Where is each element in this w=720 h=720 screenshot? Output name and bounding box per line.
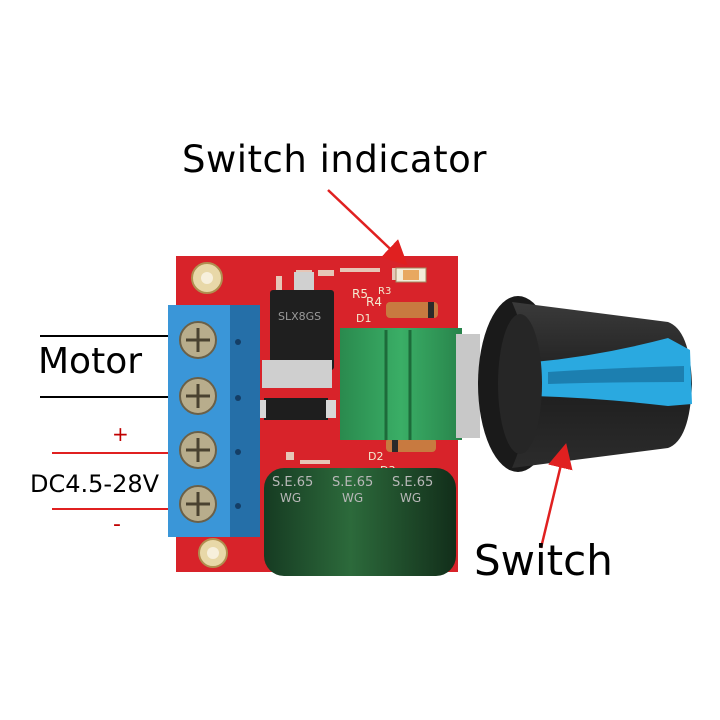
capacitor-marking-1: S.E.65 — [272, 475, 313, 490]
motor-wires — [40, 335, 178, 398]
motor-label: Motor — [38, 341, 143, 382]
rotary-knob — [478, 296, 692, 472]
positive-label: + — [112, 422, 129, 446]
capacitor-brand-2: WG — [342, 491, 363, 505]
diode-d1 — [386, 302, 438, 318]
indicator-arrow — [327, 189, 408, 266]
terminal-screw-3 — [179, 431, 217, 469]
electrolytic-capacitor: S.E.65 S.E.65 S.E.65 WG WG WG — [264, 468, 456, 576]
mosfet-transistor: SLX8GS — [262, 272, 334, 388]
terminal-screw-4 — [179, 485, 217, 523]
switch-indicator-label: Switch indicator — [182, 138, 487, 181]
svg-text:D1: D1 — [356, 312, 371, 325]
terminal-screw-1 — [179, 321, 217, 359]
svg-text:D2: D2 — [368, 450, 383, 463]
supply-wires — [52, 452, 178, 510]
diode-d2 — [386, 438, 436, 452]
capacitor-marking-3: S.E.65 — [392, 475, 433, 490]
negative-label: - — [113, 512, 121, 537]
ic-marking: SLX8GS — [278, 310, 321, 323]
smd-component — [256, 398, 336, 420]
svg-text:R3: R3 — [378, 286, 391, 297]
capacitor-brand-1: WG — [280, 491, 301, 505]
capacitor-marking-2: S.E.65 — [332, 475, 373, 490]
supply-voltage-label: DC4.5-28V — [30, 470, 160, 498]
switch-label: Switch — [474, 536, 613, 585]
capacitor-brand-3: WG — [400, 491, 421, 505]
svg-text:R5: R5 — [352, 287, 368, 301]
switch-arrow — [539, 443, 573, 549]
indicator-led — [395, 267, 427, 283]
potentiometer — [340, 328, 480, 440]
svg-text:R4: R4 — [366, 295, 382, 309]
terminal-screw-2 — [179, 377, 217, 415]
